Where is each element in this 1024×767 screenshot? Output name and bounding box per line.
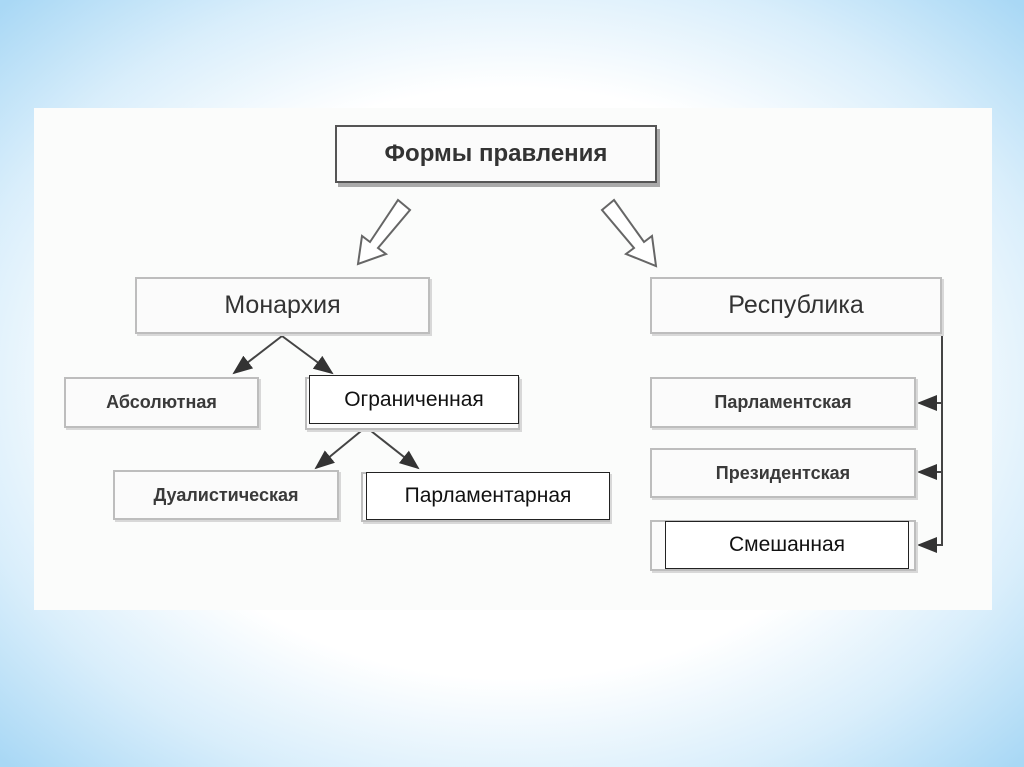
arrow-to-parliamentary-monarchy [365, 426, 420, 470]
limited-label: Ограниченная [344, 387, 484, 411]
presidential-label: Президентская [715, 462, 851, 483]
parliamentary-monarchy-label: Парламентарная [404, 484, 572, 507]
hollow-arrow-right [600, 198, 658, 268]
republic-box: Республика [650, 277, 942, 334]
absolute-label: Абсолютная [106, 392, 217, 412]
presidential-republic-box: Президентская [650, 448, 916, 498]
dualistic-label: Дуалистическая [153, 484, 299, 505]
absolute-monarchy-box: Абсолютная [64, 377, 259, 428]
title-box: Формы правления [335, 125, 657, 183]
limited-monarchy-box: Ограниченная [309, 375, 519, 424]
parliamentary-republic-box: Парламентская [650, 377, 916, 428]
arrow-to-dualistic [314, 426, 367, 470]
parliamentary-monarchy-box: Парламентарная [366, 472, 610, 520]
arrow-to-limited [281, 335, 334, 375]
arrow-to-absolute [232, 335, 283, 375]
title-text: Формы правления [384, 140, 608, 167]
monarchy-box: Монархия [135, 277, 430, 334]
dualistic-monarchy-box: Дуалистическая [113, 470, 339, 520]
monarchy-label: Монархия [224, 291, 341, 319]
hollow-arrow-left [356, 198, 412, 266]
mixed-republic-box: Смешанная [665, 521, 909, 569]
parliamentary-republic-label: Парламентская [714, 392, 852, 412]
mixed-label: Смешанная [728, 533, 846, 556]
republic-label: Республика [728, 291, 864, 319]
